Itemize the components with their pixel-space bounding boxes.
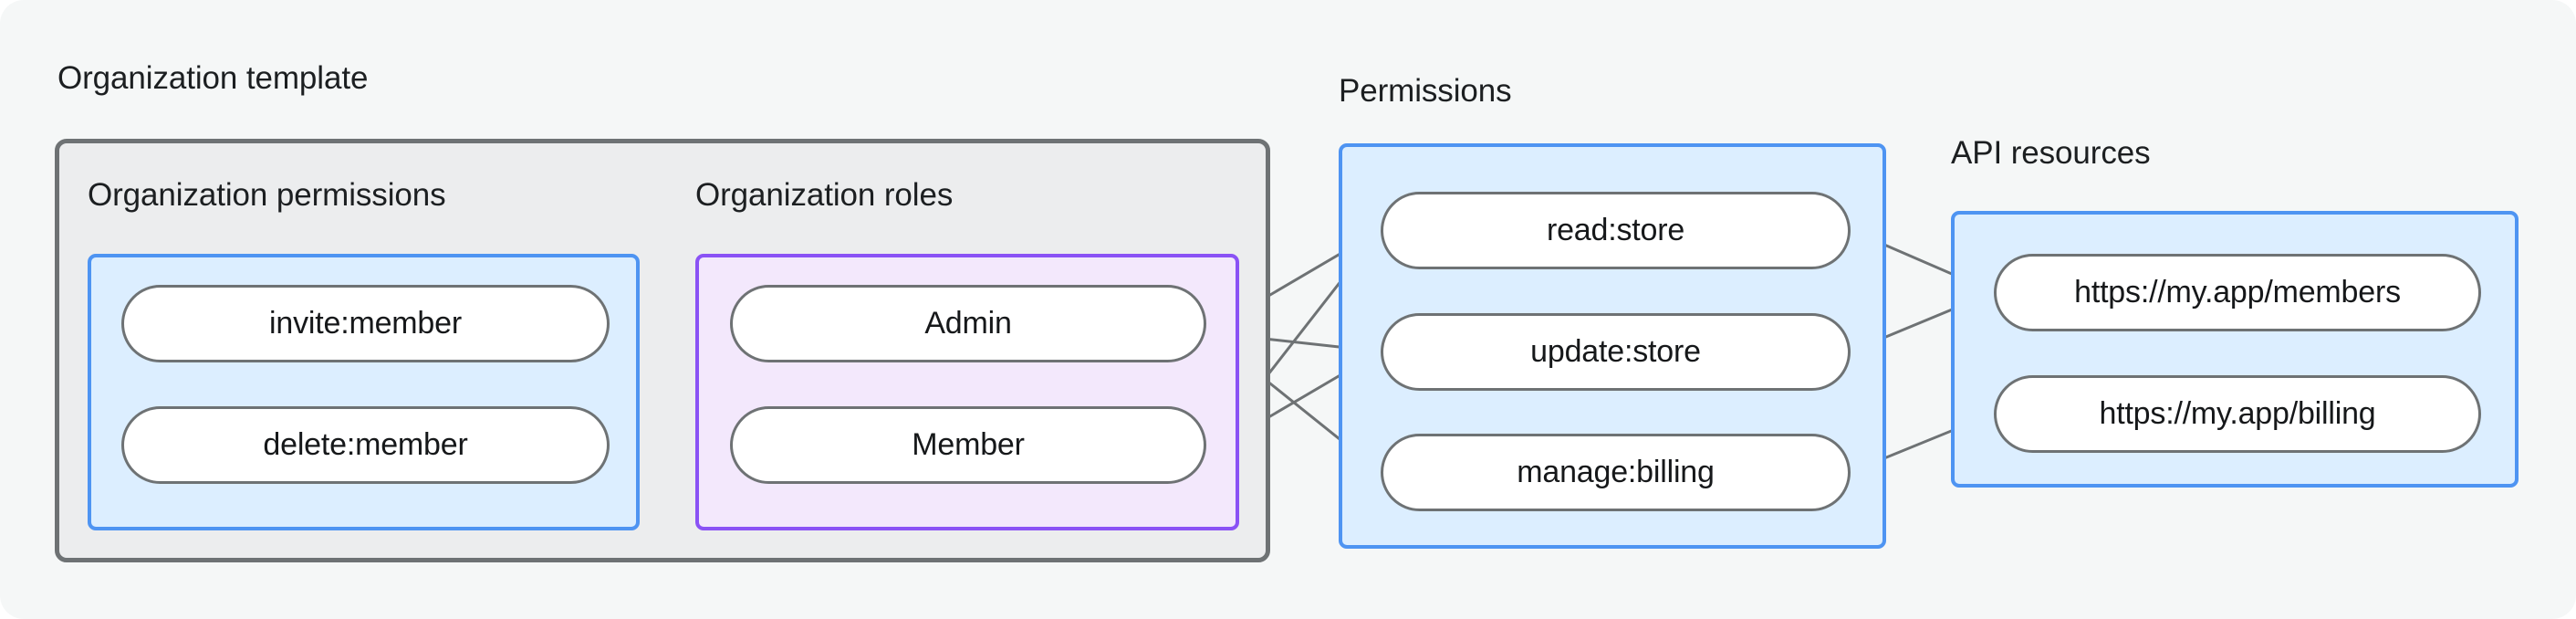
group-label-api-resources: API resources (1951, 135, 2151, 171)
node-manage-billing[interactable]: manage:billing (1381, 434, 1851, 511)
node-billing-url[interactable]: https://my.app/billing (1994, 375, 2481, 453)
subgroup-label-organization-roles: Organization roles (695, 177, 954, 213)
node-read-store[interactable]: read:store (1381, 192, 1851, 269)
node-delete-member[interactable]: delete:member (121, 406, 610, 484)
node-member[interactable]: Member (730, 406, 1206, 484)
node-update-store[interactable]: update:store (1381, 313, 1851, 391)
node-members-url[interactable]: https://my.app/members (1994, 254, 2481, 331)
subgroup-label-organization-permissions: Organization permissions (88, 177, 446, 213)
group-label-organization-template: Organization template (57, 60, 369, 96)
node-invite-member[interactable]: invite:member (121, 285, 610, 362)
node-admin[interactable]: Admin (730, 285, 1206, 362)
group-label-permissions: Permissions (1339, 73, 1512, 109)
